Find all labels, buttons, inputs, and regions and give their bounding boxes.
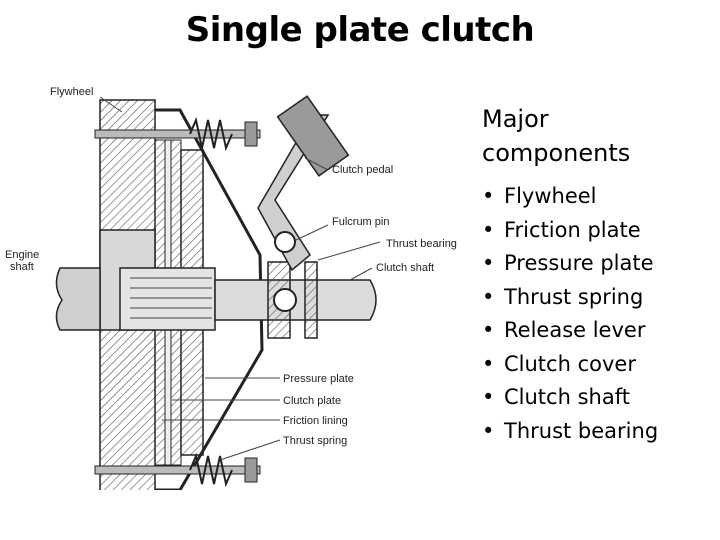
components-heading: Major components xyxy=(482,102,714,170)
list-item: • Flywheel xyxy=(482,180,714,214)
list-item: • Thrust spring xyxy=(482,281,714,315)
label-clutch-shaft: Clutch shaft xyxy=(376,262,434,274)
bullet-icon: • xyxy=(482,318,495,342)
bullet-icon: • xyxy=(482,284,495,309)
list-item: • Clutch shaft xyxy=(482,381,714,415)
label-clutch-plate: Clutch plate xyxy=(283,395,341,407)
bullet-icon: • xyxy=(482,217,495,242)
bullet-icon: • xyxy=(482,184,495,208)
list-item: • Pressure plate xyxy=(482,247,714,281)
list-item: • Thrust bearing xyxy=(482,415,714,449)
list-item: • Friction plate xyxy=(482,214,714,248)
component-label: Thrust bearing xyxy=(504,418,659,443)
bullet-icon: • xyxy=(482,251,495,275)
label-thrust-spring: Thrust spring xyxy=(283,435,347,447)
component-label: Clutch cover xyxy=(504,351,636,376)
components-heading-line1: Major xyxy=(482,105,549,133)
label-thrust-bearing: Thrust bearing xyxy=(386,238,457,250)
label-engine-shaft-line2: shaft xyxy=(10,261,34,273)
label-engine-shaft-line1: Engine xyxy=(5,249,39,261)
list-item: • Release lever xyxy=(482,314,714,348)
bottom-bolt-shape xyxy=(94,465,261,475)
components-panel: Major components • Flywheel • Friction pla… xyxy=(482,102,714,448)
label-fulcrum-pin: Fulcrum pin xyxy=(332,216,389,228)
component-label: Pressure plate xyxy=(504,251,654,275)
bullet-icon: • xyxy=(482,385,495,409)
top-bolt-shape xyxy=(94,129,261,139)
component-label: Flywheel xyxy=(504,184,597,208)
fulcrum-pin-shape xyxy=(274,231,296,253)
clutch-diagram: Flywheel Engine shaft Clutch pedal Fulcr… xyxy=(5,86,457,490)
engine-shaft-shape xyxy=(55,267,101,331)
label-clutch-pedal: Clutch pedal xyxy=(332,164,393,176)
components-list: • Flywheel • Friction plate • Pressure plat… xyxy=(482,180,714,448)
component-label: Clutch shaft xyxy=(504,385,630,409)
label-flywheel: Flywheel xyxy=(50,86,93,98)
label-friction-lining: Friction lining xyxy=(283,415,348,427)
thrust-spring-bottom-shape xyxy=(189,452,233,488)
bullet-icon: • xyxy=(482,351,495,376)
component-label: Thrust spring xyxy=(504,284,644,309)
label-pressure-plate: Pressure plate xyxy=(283,373,354,385)
bullet-icon: • xyxy=(482,418,495,443)
components-heading-line2: components xyxy=(482,139,631,167)
component-label: Release lever xyxy=(504,318,646,342)
component-label: Friction plate xyxy=(504,217,641,242)
thrust-spring-top-shape xyxy=(189,116,233,152)
slide-title: Single plate clutch xyxy=(185,10,535,50)
list-item: • Clutch cover xyxy=(482,348,714,382)
clutch-pedal-shape xyxy=(257,114,330,272)
